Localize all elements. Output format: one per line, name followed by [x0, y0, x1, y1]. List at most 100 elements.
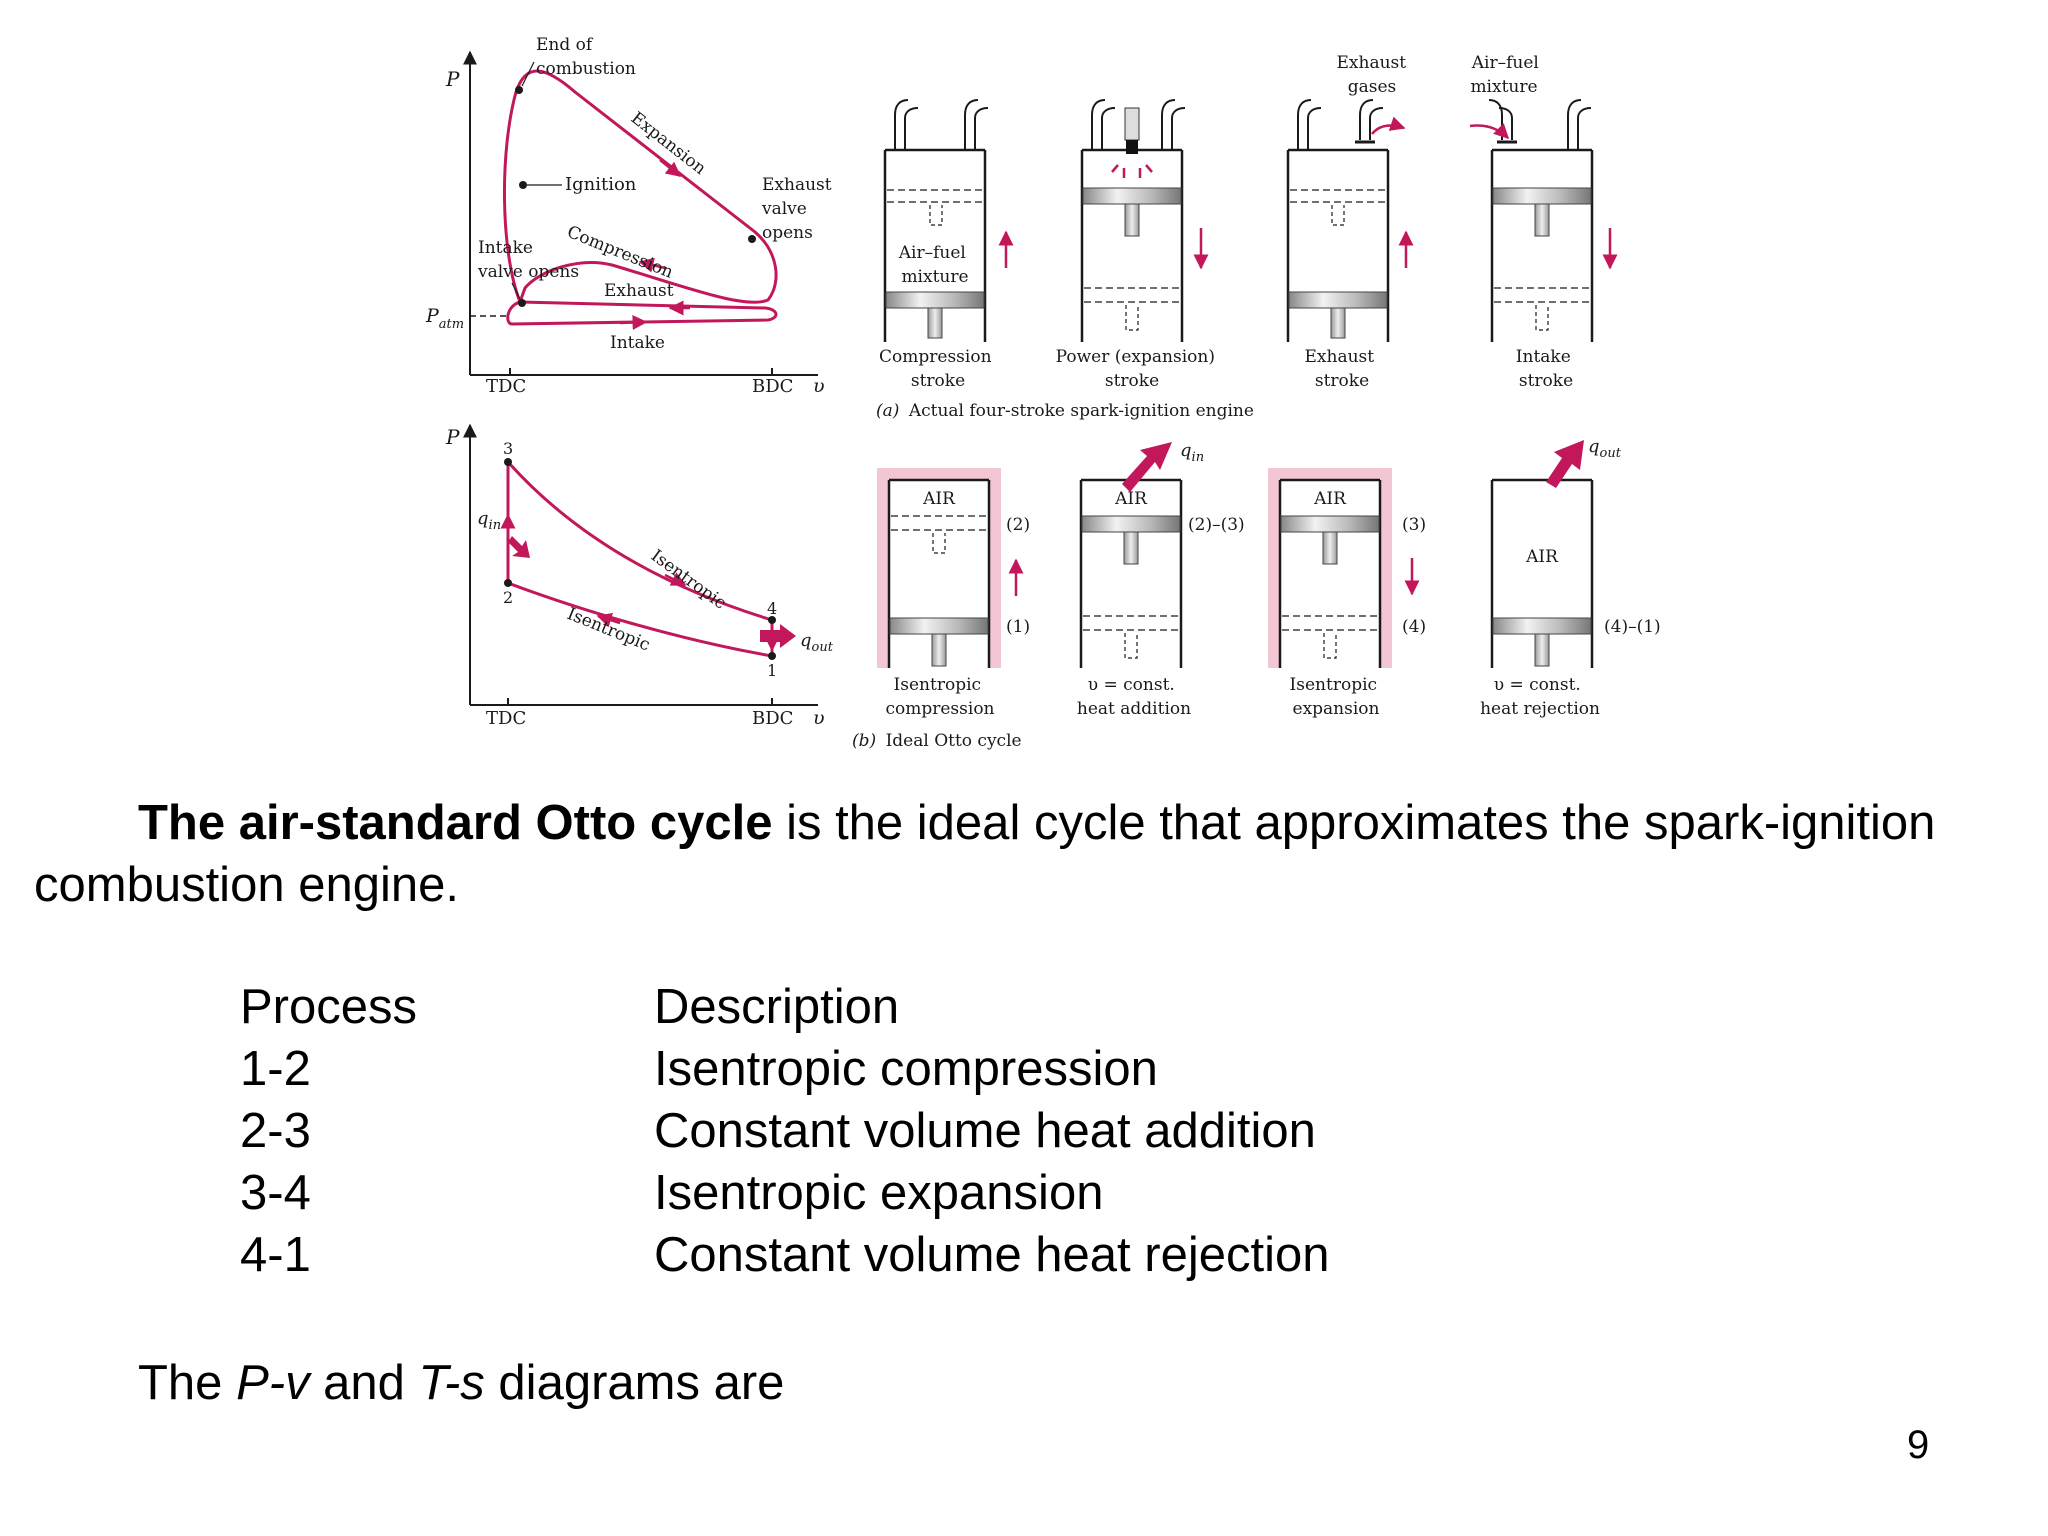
engine-exhaust-stroke: Exhaust gases Exhaust stroke — [1286, 53, 1414, 391]
arrow-1-2 — [596, 612, 621, 628]
svg-text:(2): (2) — [1006, 515, 1030, 535]
svg-text:qout: qout — [1588, 436, 1622, 461]
svg-text:AIR: AIR — [922, 489, 956, 509]
svg-text:Air–fuel mixture: Air–fuel mixture — [1470, 53, 1544, 97]
engine-heat-rejection: AIR qout (4)–(1) υ = const. heat rejecti… — [1480, 436, 1661, 719]
arrow-3-4 — [664, 572, 687, 587]
row-process: 1-2 — [240, 1042, 311, 1096]
ideal-pv-diagram: P TDC BDC υ 3 2 4 1 qin qout Isentropic … — [445, 423, 834, 729]
svg-text:AIR: AIR — [1114, 489, 1148, 509]
p-atm-label: Patm — [425, 305, 464, 332]
intake-label: Intake — [610, 333, 665, 353]
intake-valve-leader — [511, 282, 521, 300]
isentropic-upper-label: Isentropic — [647, 546, 730, 614]
actual-engine-strokes: Air–fuel mixture Compression stroke — [876, 53, 1618, 421]
intro-bold-term: The air-standard Otto cycle — [138, 796, 773, 850]
end-of-combustion-label: End of combustion — [536, 35, 636, 79]
intro-line-2: combustion engine. — [34, 858, 459, 912]
expansion-arrow — [659, 159, 682, 177]
svg-text:(4): (4) — [1402, 617, 1426, 637]
closing-post: diagrams are — [484, 1356, 785, 1410]
exhaust-label: Exhaust — [604, 281, 674, 301]
point-3-dot — [504, 458, 512, 466]
engine-compression-stroke: Air–fuel mixture Compression stroke — [879, 99, 1014, 391]
row-description: Constant volume heat addition — [654, 1104, 1316, 1158]
point-4-dot — [768, 616, 776, 624]
svg-text:Intake stroke: Intake stroke — [1516, 347, 1576, 391]
closing-mid: and — [309, 1356, 419, 1410]
row-description: Isentropic compression — [654, 1042, 1158, 1096]
caption-b: (b) Ideal Otto cycle — [852, 731, 1022, 751]
svg-text:AIR: AIR — [1525, 547, 1559, 567]
ts-term: T-s — [418, 1356, 485, 1410]
row-process: 2-3 — [240, 1104, 311, 1158]
svg-text:υ = const. heat reject: υ = const. heat rejection — [1480, 675, 1600, 719]
svg-text:υ = const. heat additi: υ = const. heat addition — [1077, 675, 1191, 719]
closing-line: The P-v and T-s diagrams are — [138, 1352, 784, 1414]
svg-text:AIR: AIR — [1313, 489, 1347, 509]
point-1-dot — [768, 652, 776, 660]
intake-valve-opens-label: Intake valve opens — [477, 238, 579, 282]
compression-arrow — [638, 257, 666, 273]
process-table: Process Description 1-2 Isentropic compr… — [0, 976, 2048, 1296]
q-out-label-b: qout — [800, 630, 834, 655]
svg-text:Air–fuel mixture: Air–fuel mixture — [898, 243, 972, 287]
svg-text:(3): (3) — [1402, 515, 1426, 535]
closing-pre: The — [138, 1356, 237, 1410]
q-out-arrow-engine — [1546, 440, 1584, 488]
svg-text:(4)–(1): (4)–(1) — [1604, 617, 1661, 637]
bdc-label-b: BDC — [752, 708, 793, 729]
engine-intake-stroke: Air–fuel mixture Intake stroke — [1469, 53, 1618, 391]
svg-text:Compression stroke: Compression stroke — [879, 347, 997, 391]
end-combustion-leader — [521, 61, 535, 87]
caption-a: (a) Actual four-stroke spark-ignition en… — [876, 401, 1254, 421]
engine-heat-addition: AIR qin (2)–(3) υ = const. heat addition — [1077, 440, 1245, 719]
intake-arrow — [619, 315, 648, 331]
process-1-2 — [507, 581, 773, 658]
point-3-label: 3 — [503, 439, 513, 458]
ignition-label: Ignition — [565, 174, 637, 195]
q-in-label-b: qin — [477, 508, 501, 533]
row-process: 3-4 — [240, 1166, 311, 1220]
intro-rest: is the ideal cycle that approximates the… — [772, 796, 1936, 850]
page-number: 9 — [1907, 1423, 1930, 1467]
svg-text:Exhaust gases: Exhaust gases — [1337, 53, 1412, 97]
intro-line-1: The air-standard Otto cycle is the ideal… — [138, 792, 1935, 854]
engine-isentropic-expansion: AIR (3) (4) Isentropic expansion — [1268, 468, 1426, 719]
spark-plug-icon — [1124, 107, 1140, 141]
isentropic-lower-label: Isentropic — [564, 604, 653, 655]
svg-text:(2)–(3): (2)–(3) — [1188, 515, 1245, 535]
ignition-dot — [519, 181, 527, 189]
compression-expansion-loop — [502, 69, 778, 307]
point-1-label: 1 — [767, 661, 777, 680]
q-in-arrow-engine — [1122, 442, 1172, 492]
end-combustion-dot — [515, 86, 523, 94]
exhaust-valve-dot — [748, 235, 756, 243]
tdc-label-b: TDC — [486, 708, 526, 729]
row-process: 4-1 — [240, 1228, 311, 1282]
v-axis-label-b: υ — [813, 707, 825, 729]
svg-text:Power (expansion) stro: Power (expansion) stroke — [1056, 347, 1221, 391]
q-in-arrow-b — [508, 536, 530, 558]
point-2-label: 2 — [503, 588, 513, 607]
header-process: Process — [240, 980, 418, 1034]
svg-text:Isentropic expansion: Isentropic expansion — [1290, 675, 1383, 719]
v-axis-label: υ — [813, 375, 825, 397]
intake-valve-dot — [518, 299, 526, 307]
exhaust-valve-opens-label: Exhaust valve opens — [761, 175, 837, 243]
engine-isentropic-compression: AIR (2) (1) Isentropic compression — [877, 468, 1030, 719]
header-description: Description — [654, 980, 900, 1034]
svg-text:qin: qin — [1180, 440, 1204, 465]
actual-pv-diagram: P Patm TDC BDC υ End of combustion Ignit… — [425, 35, 837, 397]
row-description: Constant volume heat rejection — [654, 1228, 1330, 1282]
tdc-label: TDC — [486, 376, 526, 397]
svg-text:Exhaust stroke: Exhaust stroke — [1305, 347, 1380, 391]
row-description: Isentropic expansion — [654, 1166, 1104, 1220]
point-2-dot — [504, 579, 512, 587]
pv-term: P-v — [236, 1356, 310, 1410]
svg-text:Isentropic compression: Isentropic compression — [885, 675, 994, 719]
engine-power-stroke: Power (expansion) stroke — [1056, 99, 1221, 391]
compression-label: Compression — [564, 222, 676, 283]
p-axis-label-b: P — [445, 425, 460, 449]
process-3-4 — [506, 460, 773, 622]
